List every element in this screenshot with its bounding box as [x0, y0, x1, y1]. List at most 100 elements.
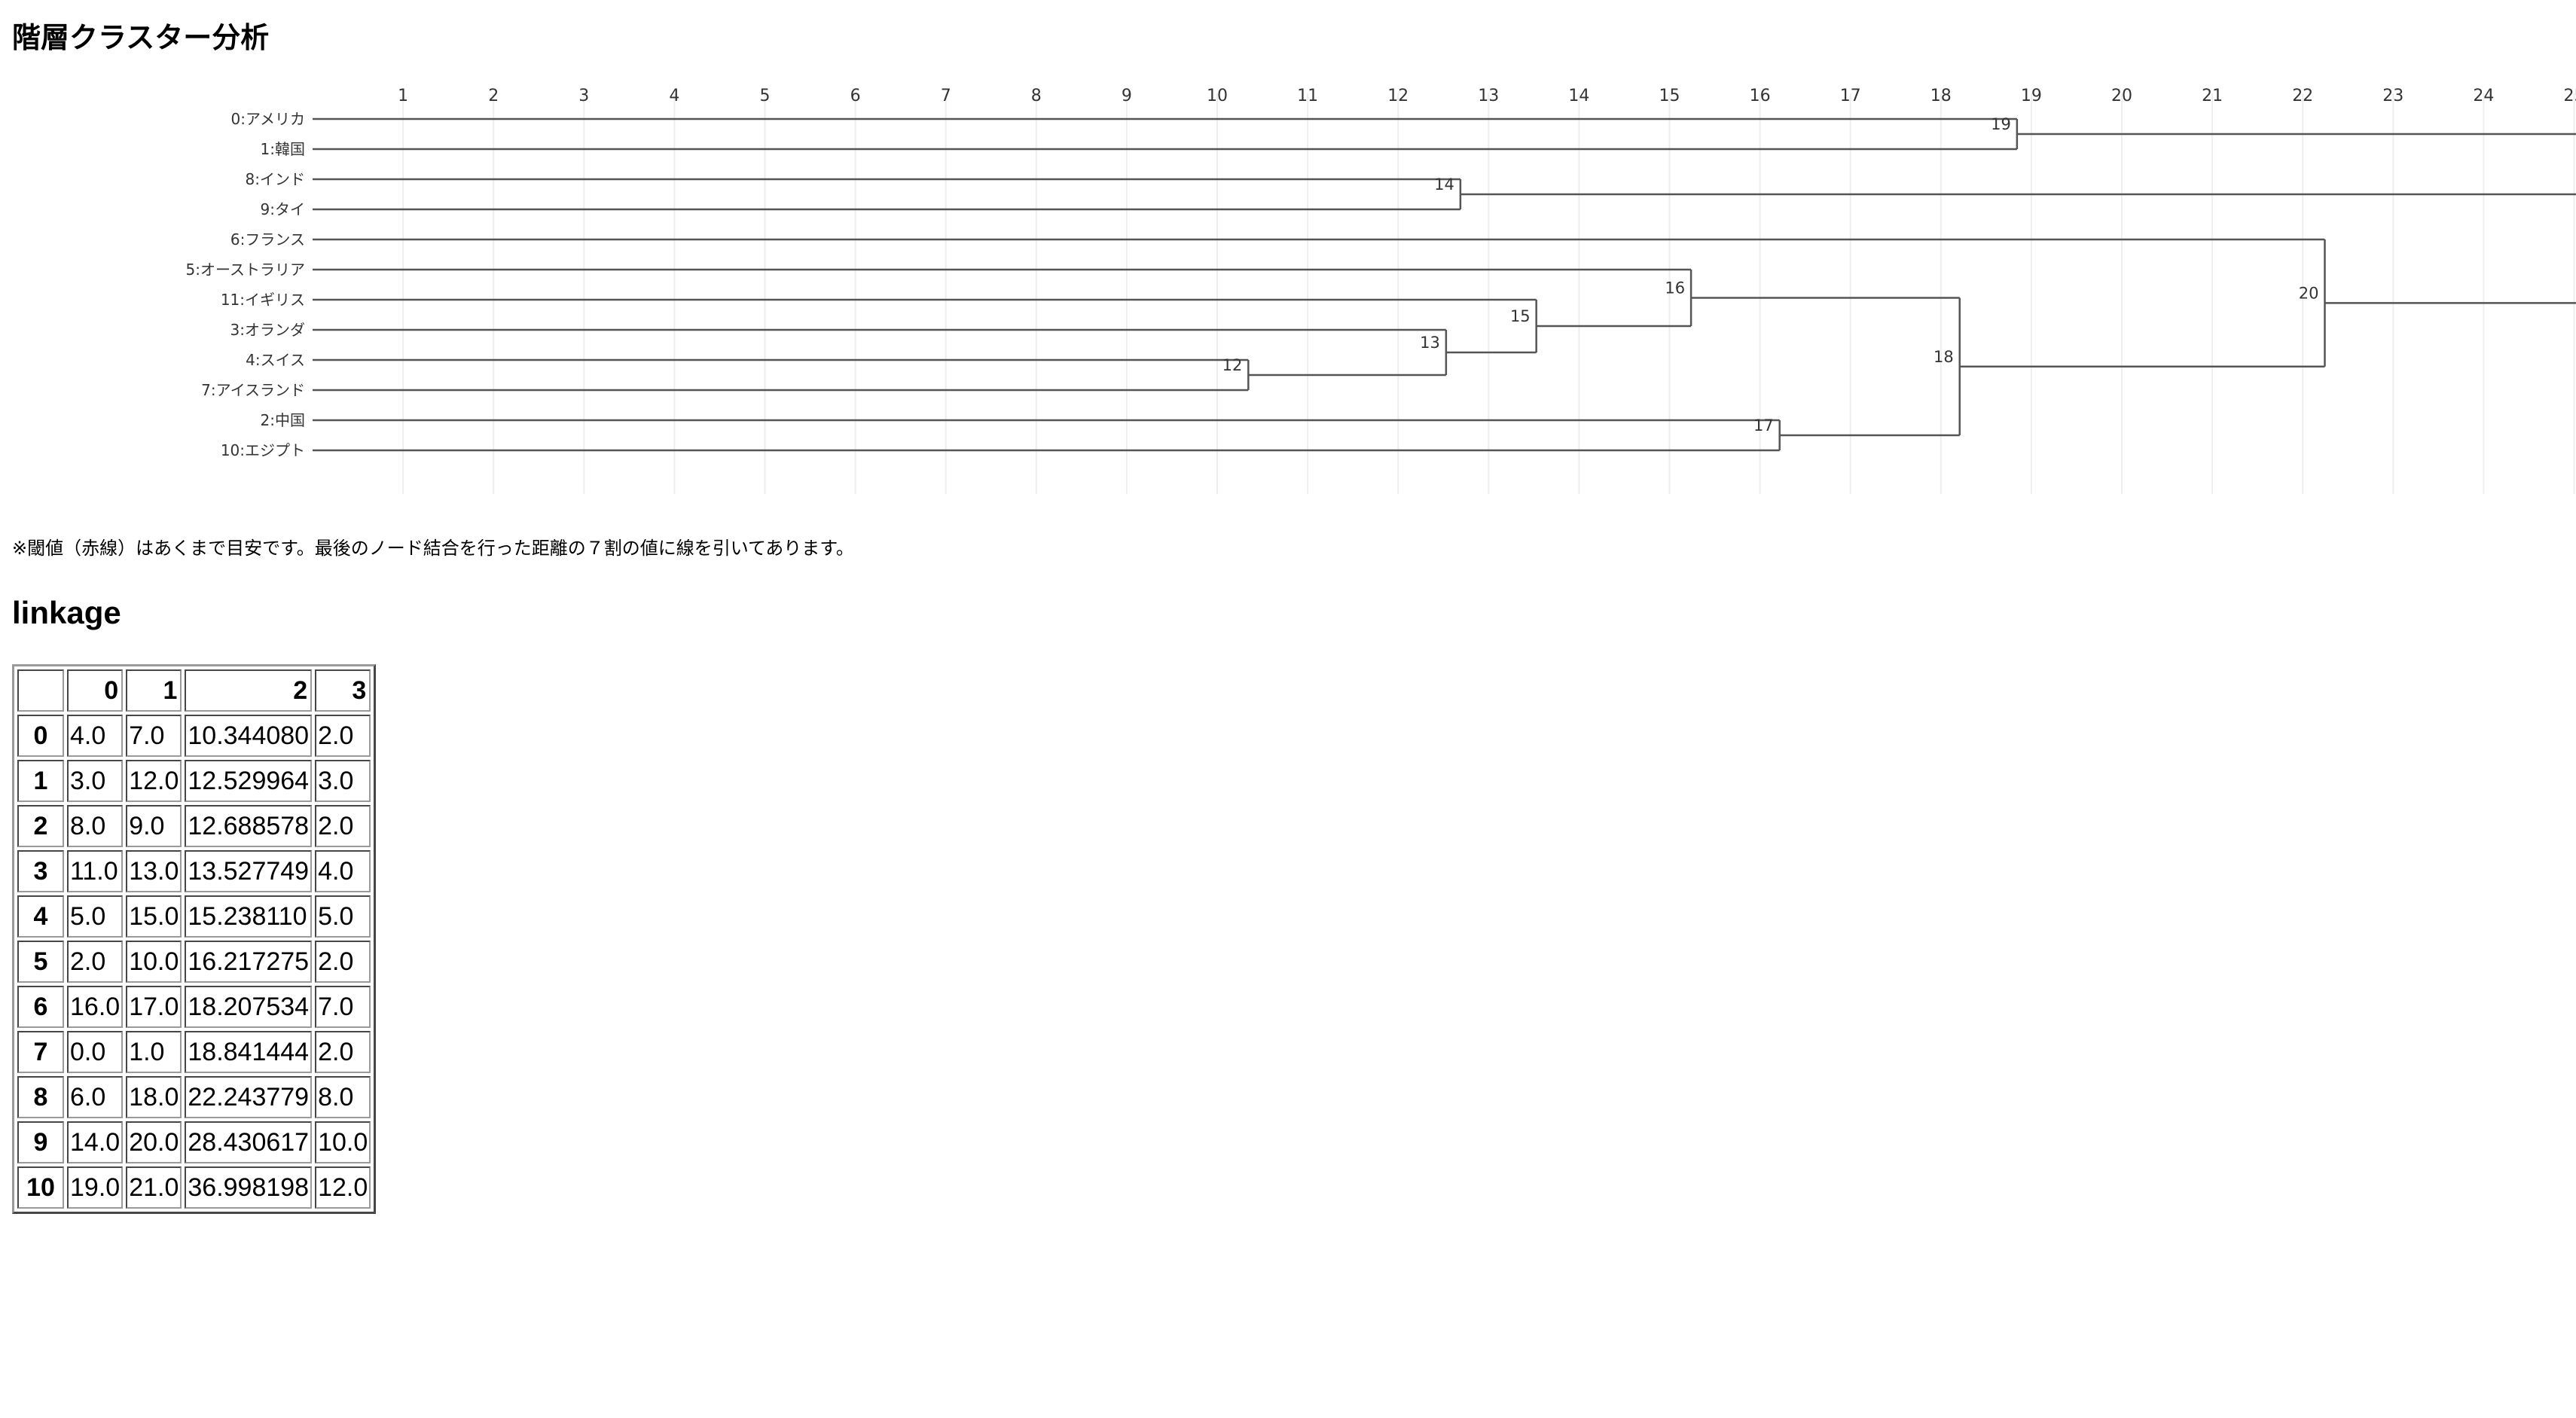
linkage-row-index: 4: [17, 895, 64, 938]
threshold-note: ※閾値（赤線）はあくまで目安です。最後のノード結合を行った距離の７割の値に線を引…: [12, 538, 854, 559]
linkage-cell: 2.0: [67, 941, 124, 983]
linkage-column-header: 3: [315, 669, 371, 712]
x-tick-label: 19: [2021, 87, 2042, 105]
leaf-label: 2:中国: [261, 411, 305, 429]
linkage-cell: 16.0: [67, 986, 124, 1028]
x-tick-label: 25: [2564, 87, 2576, 105]
linkage-row-index: 7: [17, 1031, 64, 1073]
linkage-cell: 18.0: [126, 1076, 182, 1118]
linkage-corner-cell: [17, 669, 64, 712]
page-title: 階層クラスター分析: [12, 21, 270, 54]
x-tick-label: 3: [578, 87, 589, 105]
x-tick-label: 5: [760, 87, 771, 105]
linkage-cell: 4.0: [315, 850, 371, 892]
leaf-label: 1:韓国: [261, 140, 305, 158]
x-tick-label: 6: [850, 87, 861, 105]
node-label: 13: [1420, 334, 1440, 352]
linkage-cell: 11.0: [67, 850, 124, 892]
leaf-label: 5:オーストラリア: [186, 261, 305, 279]
x-tick-label: 12: [1387, 87, 1409, 105]
linkage-row-index: 9: [17, 1121, 64, 1163]
leaf-label: 8:インド: [246, 170, 305, 188]
linkage-cell: 2.0: [315, 805, 371, 847]
linkage-column-header: 0: [67, 669, 124, 712]
leaf-label: 10:エジプト: [221, 441, 305, 459]
node-label: 20: [2299, 284, 2319, 302]
linkage-cell: 15.0: [126, 895, 182, 938]
x-tick-label: 17: [1840, 87, 1861, 105]
x-tick-label: 20: [2111, 87, 2132, 105]
linkage-cell: 10.0: [315, 1121, 371, 1163]
linkage-cell: 12.529964: [185, 760, 313, 802]
linkage-cell: 13.527749: [185, 850, 313, 892]
linkage-cell: 22.243779: [185, 1076, 313, 1118]
linkage-row-index: 6: [17, 986, 64, 1028]
node-label: 12: [1222, 356, 1243, 374]
node-label: 17: [1753, 416, 1774, 435]
linkage-heading: linkage: [12, 595, 121, 630]
linkage-cell: 20.0: [126, 1121, 182, 1163]
x-tick-label: 1: [398, 87, 408, 105]
linkage-cell: 19.0: [67, 1166, 124, 1209]
linkage-cell: 14.0: [67, 1121, 124, 1163]
x-tick-label: 15: [1659, 87, 1680, 105]
linkage-cell: 17.0: [126, 986, 182, 1028]
linkage-cell: 5.0: [315, 895, 371, 938]
linkage-cell: 15.238110: [185, 895, 313, 938]
linkage-cell: 12.0: [315, 1166, 371, 1209]
node-label: 15: [1510, 307, 1531, 325]
x-tick-label: 23: [2382, 87, 2404, 105]
linkage-cell: 10.0: [126, 941, 182, 983]
linkage-cell: 28.430617: [185, 1121, 313, 1163]
leaf-label: 9:タイ: [261, 200, 305, 218]
x-tick-label: 14: [1568, 87, 1589, 105]
node-label: 16: [1665, 279, 1685, 297]
linkage-row-index: 3: [17, 850, 64, 892]
linkage-column-header: 1: [126, 669, 182, 712]
linkage-row-index: 10: [17, 1166, 64, 1209]
x-tick-label: 8: [1031, 87, 1042, 105]
linkage-cell: 1.0: [126, 1031, 182, 1073]
linkage-cell: 2.0: [315, 941, 371, 983]
x-tick-label: 24: [2473, 87, 2494, 105]
linkage-row-index: 8: [17, 1076, 64, 1118]
linkage-cell: 7.0: [315, 986, 371, 1028]
linkage-cell: 36.998198: [185, 1166, 313, 1209]
x-tick-label: 13: [1478, 87, 1499, 105]
linkage-column-header: 2: [185, 669, 313, 712]
leaf-label: 0:アメリカ: [231, 110, 305, 128]
linkage-cell: 13.0: [126, 850, 182, 892]
linkage-cell: 7.0: [126, 715, 182, 757]
linkage-cell: 12.0: [126, 760, 182, 802]
x-tick-label: 22: [2292, 87, 2313, 105]
x-tick-label: 2: [488, 87, 499, 105]
linkage-cell: 9.0: [126, 805, 182, 847]
leaf-label: 3:オランダ: [230, 321, 305, 339]
x-tick-label: 16: [1750, 87, 1771, 105]
leaf-label: 11:イギリス: [221, 291, 305, 309]
linkage-cell: 8.0: [315, 1076, 371, 1118]
x-tick-label: 10: [1207, 87, 1228, 105]
x-tick-label: 18: [1930, 87, 1952, 105]
node-label: 19: [1991, 115, 2011, 133]
leaf-label: 4:スイス: [246, 351, 305, 369]
leaf-label: 7:アイスランド: [201, 381, 305, 399]
linkage-cell: 3.0: [67, 760, 124, 802]
node-label: 18: [1934, 348, 1954, 366]
linkage-row-index: 0: [17, 715, 64, 757]
linkage-cell: 2.0: [315, 1031, 371, 1073]
linkage-row-index: 5: [17, 941, 64, 983]
